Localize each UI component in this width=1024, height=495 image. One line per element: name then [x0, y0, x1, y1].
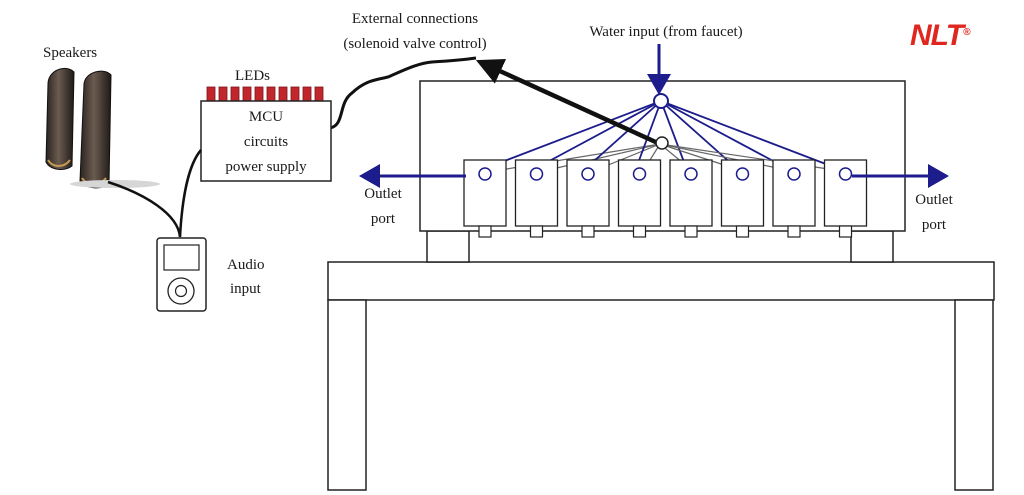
logo: NLT® — [910, 19, 971, 52]
external-connection-line — [475, 59, 661, 147]
mcu-cable — [329, 56, 477, 130]
valve-icon — [669, 159, 713, 238]
media-player-icon — [156, 237, 207, 312]
valve-icon — [823, 159, 868, 238]
label-audio: Audio — [227, 257, 265, 273]
label-leds: LEDs — [235, 68, 270, 84]
label-power-supply: power supply — [225, 159, 307, 175]
label-port-left: port — [371, 211, 396, 227]
valve-icon — [617, 159, 662, 238]
valve-icon — [463, 159, 507, 238]
led-icon — [266, 86, 276, 102]
label-external-connections: External connections — [352, 11, 478, 27]
label-port-right: port — [922, 217, 947, 233]
label-circuits: circuits — [244, 134, 288, 150]
label-speakers: Speakers — [43, 45, 97, 61]
label-water-input: Water input (from faucet) — [589, 24, 742, 40]
table-leg-right — [954, 299, 994, 491]
led-icon — [278, 86, 288, 102]
led-strip — [206, 86, 324, 102]
label-outlet-right: Outlet — [915, 192, 953, 208]
led-icon — [230, 86, 240, 102]
valve-icon — [566, 159, 610, 238]
valve-icon — [720, 159, 765, 238]
label-input: input — [230, 281, 262, 297]
label-mcu: MCU — [249, 109, 283, 125]
speakers-icon — [45, 68, 160, 189]
table-leg-left — [327, 299, 367, 491]
water-input-arrow — [647, 44, 671, 109]
led-icon — [302, 86, 312, 102]
table — [327, 230, 995, 491]
led-icon — [242, 86, 252, 102]
valve-icon — [772, 159, 816, 238]
label-solenoid-valve-control: (solenoid valve control) — [343, 36, 486, 52]
label-outlet-left: Outlet — [364, 186, 402, 202]
solenoid-valve-row — [463, 159, 868, 238]
tank-foot-right — [850, 230, 894, 263]
valve-icon — [514, 159, 559, 238]
tank-foot-left — [426, 230, 470, 263]
led-icon — [290, 86, 300, 102]
table-top — [327, 261, 995, 301]
led-icon — [314, 86, 324, 102]
led-icon — [206, 86, 216, 102]
led-icon — [254, 86, 264, 102]
speaker-cable — [107, 149, 202, 238]
mcu-box — [200, 100, 332, 182]
led-icon — [218, 86, 228, 102]
